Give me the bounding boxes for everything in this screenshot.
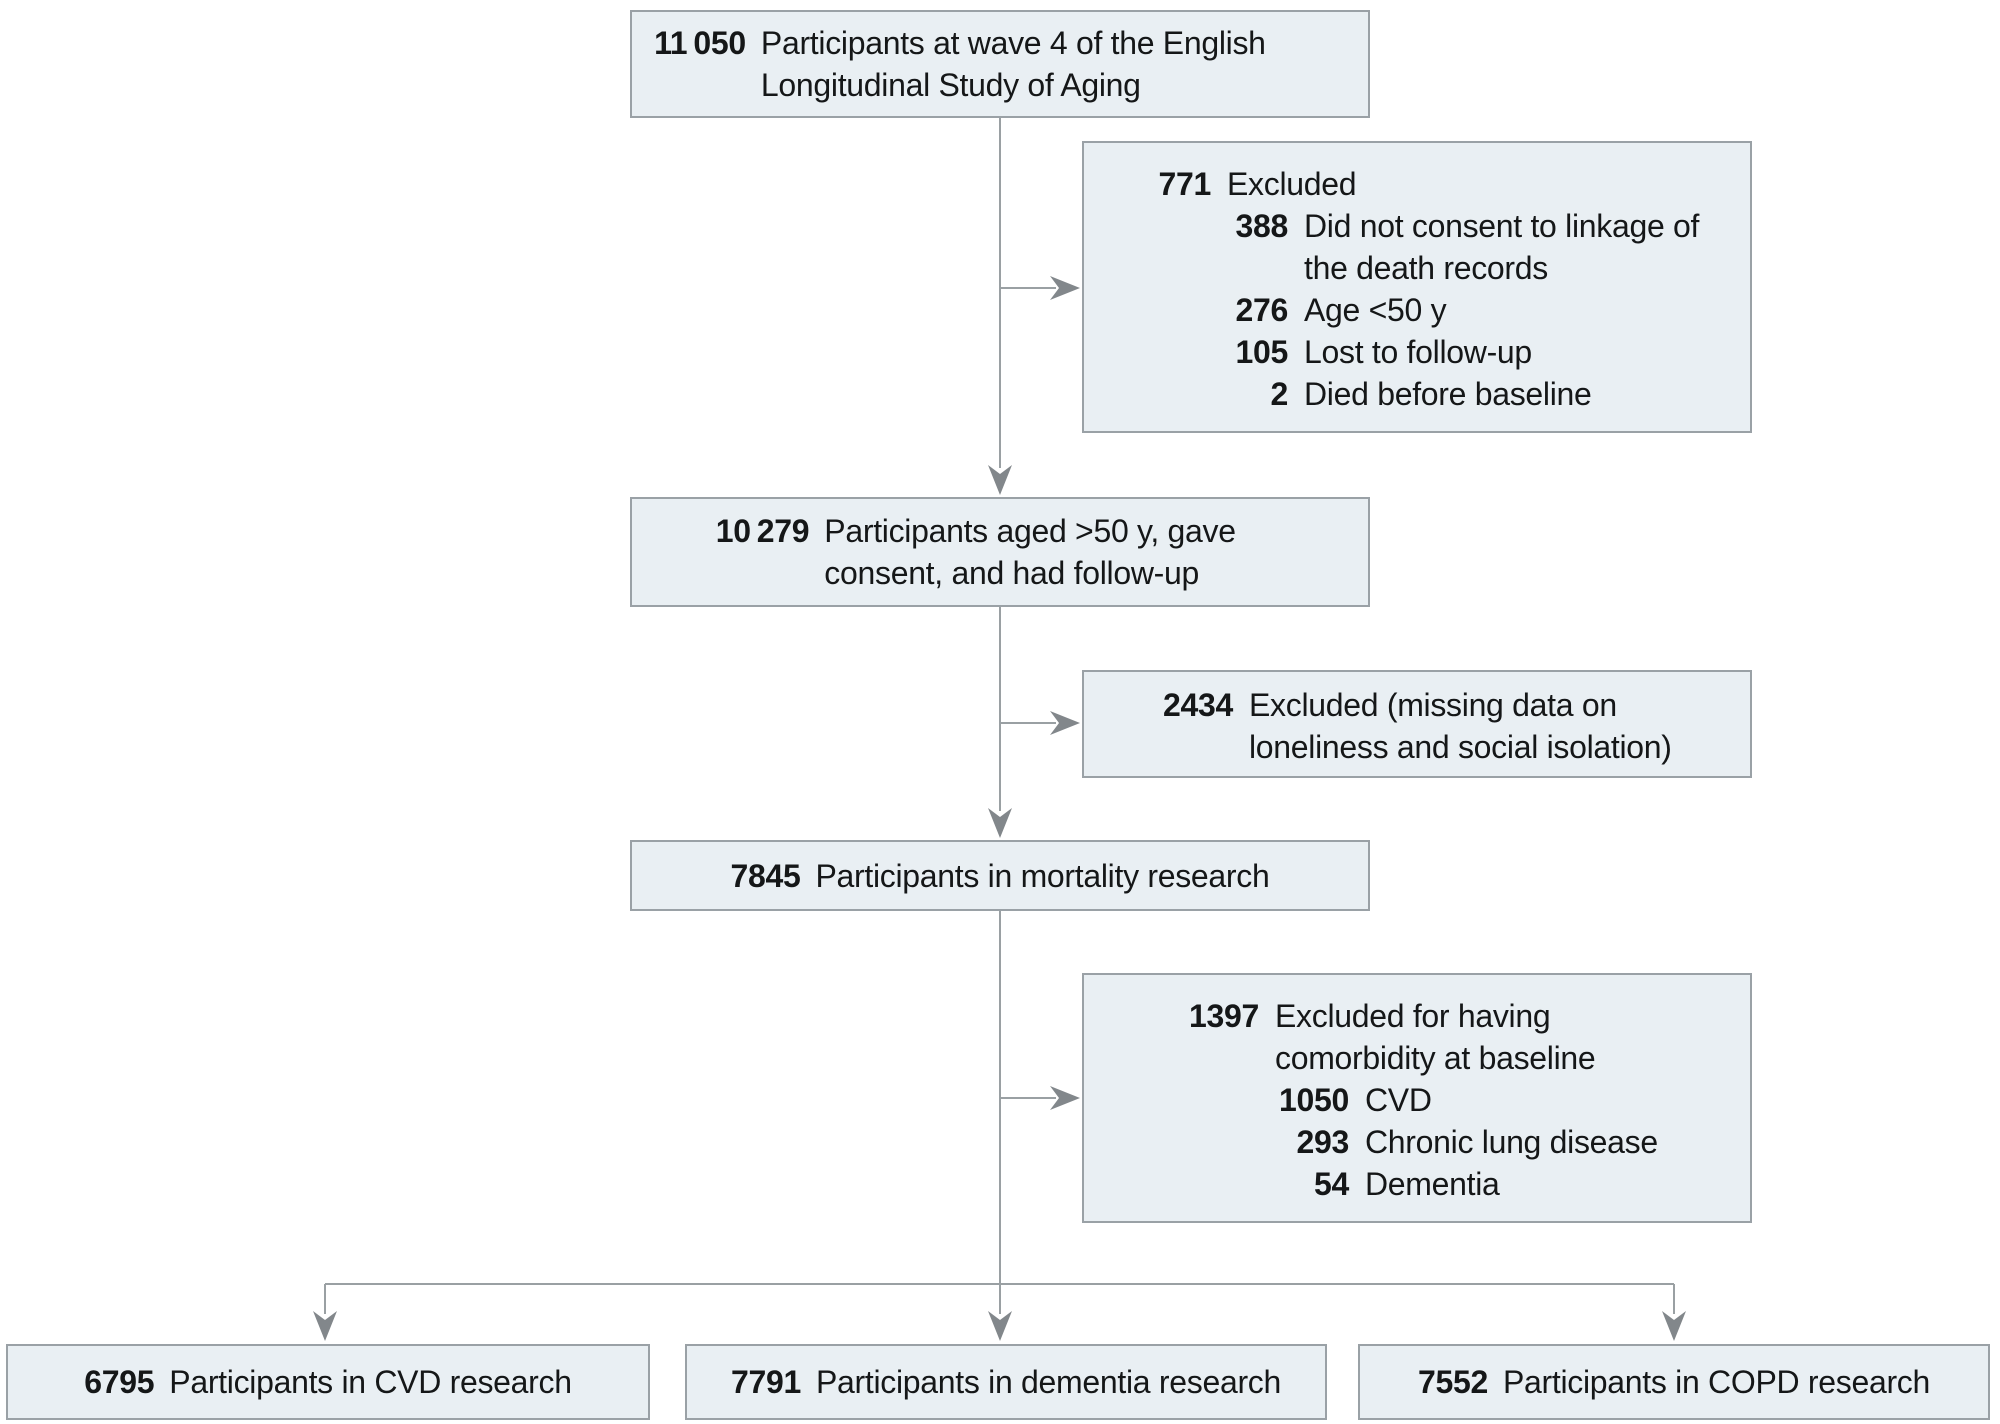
exclusion-count: 276: [1235, 292, 1289, 328]
box-dementia-research: 7791 Participants in dementia research: [685, 1344, 1327, 1420]
arrow-right-icon: [1050, 711, 1080, 735]
exclusion-row: 771 Excluded: [1112, 163, 1734, 205]
box-excluded-comorbidity: 1397 Excluded for having comorbidity at …: [1082, 973, 1752, 1223]
box-label: Participants aged >50 y, gave consent, a…: [824, 513, 1236, 591]
exclusion-label: CVD: [1365, 1082, 1432, 1118]
exclusion-label: Died before baseline: [1304, 376, 1592, 412]
exclusion-row: 2434 Excluded (missing data on lonelines…: [1112, 684, 1734, 768]
exclusion-count: 293: [1296, 1124, 1350, 1160]
box-cvd-research: 6795 Participants in CVD research: [6, 1344, 650, 1420]
participant-count: 10 279: [715, 513, 810, 549]
exclusion-label: Did not consent to linkage of the death …: [1304, 208, 1700, 286]
box-content: 7552 Participants in COPD research: [1418, 1361, 1930, 1403]
box-label: Participants at wave 4 of the English Lo…: [760, 25, 1266, 103]
participant-count: 11 050: [654, 25, 746, 61]
exclusion-label: Age <50 y: [1304, 292, 1447, 328]
exclusion-count: 1397: [1189, 998, 1259, 1034]
exclusion-row: 293 Chronic lung disease: [1112, 1121, 1734, 1163]
box-copd-research: 7552 Participants in COPD research: [1358, 1344, 1990, 1420]
exclusion-count: 2: [1270, 376, 1289, 412]
exclusion-row: 388 Did not consent to linkage of the de…: [1112, 205, 1734, 289]
box-label: Participants in dementia research: [815, 1364, 1281, 1400]
exclusion-row: 54 Dementia: [1112, 1163, 1734, 1205]
participant-count: 7845: [730, 857, 801, 894]
exclusion-label: Excluded for having comorbidity at basel…: [1275, 998, 1596, 1076]
exclusion-count: 2434: [1163, 687, 1233, 723]
box-label: Participants in mortality research: [815, 857, 1270, 894]
box-content: 7791 Participants in dementia research: [731, 1361, 1281, 1403]
participant-count: 6795: [84, 1364, 155, 1400]
exclusion-label: Dementia: [1365, 1166, 1500, 1202]
arrow-down-icon: [313, 1311, 337, 1341]
exclusion-label: Excluded: [1227, 166, 1357, 202]
box-content: 6795 Participants in CVD research: [84, 1361, 572, 1403]
participant-count: 7791: [730, 1364, 801, 1400]
exclusion-label: Lost to follow-up: [1304, 334, 1532, 370]
box-excluded-wave4: 771 Excluded 388 Did not consent to link…: [1082, 141, 1752, 433]
arrow-down-icon: [988, 808, 1012, 838]
exclusion-row: 276 Age <50 y: [1112, 289, 1734, 331]
box-mortality-research: 7845 Participants in mortality research: [630, 840, 1370, 911]
box-excluded-missing-data: 2434 Excluded (missing data on lonelines…: [1082, 670, 1752, 778]
participant-count: 7552: [1417, 1364, 1488, 1400]
box-content: 10 279 Participants aged >50 y, gave con…: [716, 510, 1285, 594]
exclusion-count: 1050: [1279, 1082, 1349, 1118]
exclusion-count: 388: [1235, 208, 1289, 244]
arrow-down-icon: [988, 1311, 1012, 1341]
exclusion-label: Excluded (missing data on loneliness and…: [1249, 687, 1672, 765]
exclusion-row: 2 Died before baseline: [1112, 373, 1734, 415]
exclusion-row: 1397 Excluded for having comorbidity at …: [1112, 995, 1734, 1079]
exclusion-count: 105: [1235, 334, 1289, 370]
arrow-down-icon: [988, 465, 1012, 495]
box-content: 7845 Participants in mortality research: [731, 855, 1270, 897]
exclusion-row: 1050 CVD: [1112, 1079, 1734, 1121]
arrow-down-icon: [1662, 1311, 1686, 1341]
box-content: 11 050 Participants at wave 4 of the Eng…: [654, 22, 1346, 106]
box-eligible-participants: 10 279 Participants aged >50 y, gave con…: [630, 497, 1370, 607]
box-label: Participants in CVD research: [169, 1364, 572, 1400]
exclusion-count: 54: [1314, 1166, 1349, 1202]
arrow-right-icon: [1050, 276, 1080, 300]
exclusion-label: Chronic lung disease: [1365, 1124, 1658, 1160]
box-wave4-participants: 11 050 Participants at wave 4 of the Eng…: [630, 10, 1370, 118]
exclusion-count: 771: [1158, 166, 1212, 202]
arrow-right-icon: [1050, 1086, 1080, 1110]
box-label: Participants in COPD research: [1502, 1364, 1931, 1400]
exclusion-row: 105 Lost to follow-up: [1112, 331, 1734, 373]
